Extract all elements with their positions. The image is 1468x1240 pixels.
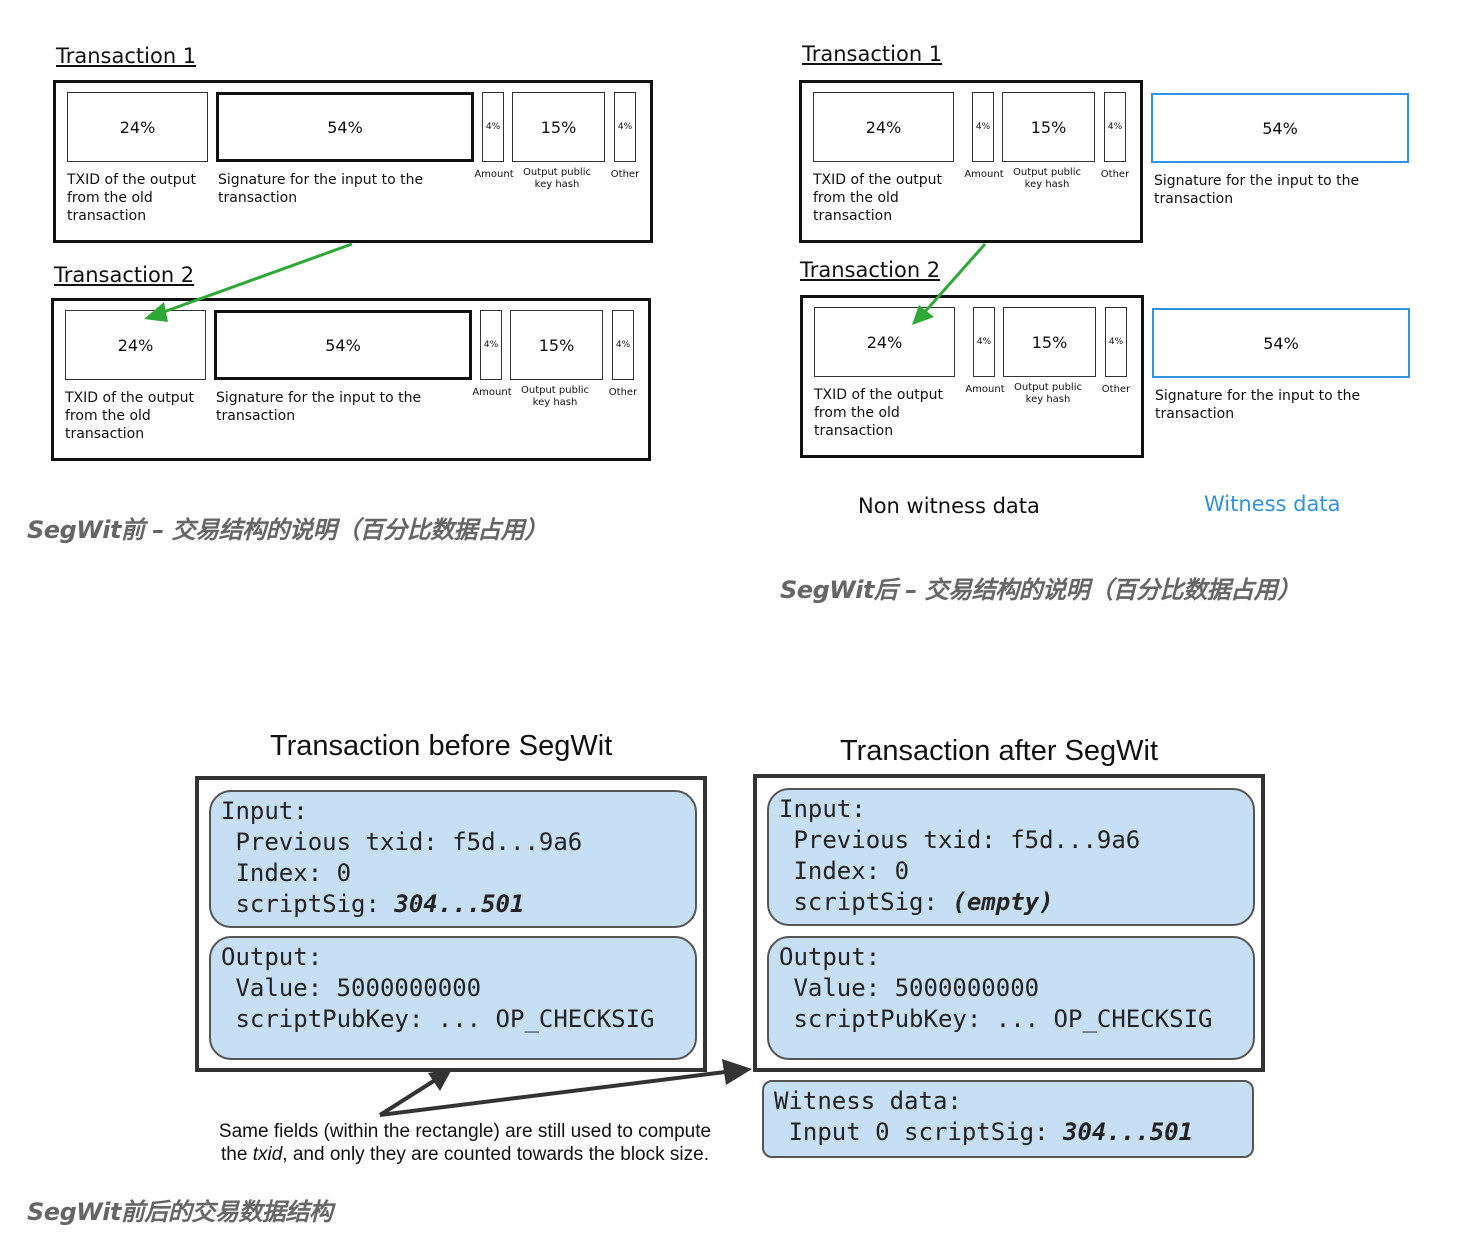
- right-tx1-other-cell: 4%: [1104, 92, 1126, 162]
- right-tx2-amount-label: Amount: [965, 384, 1005, 395]
- right-tx2-witness-sig-label: Signature for the input to the transacti…: [1155, 388, 1361, 422]
- after-scriptsig-label: scriptSig:: [793, 888, 953, 916]
- witness-box: Witness data: Input 0 scriptSig: 304...5…: [762, 1080, 1254, 1158]
- after-prev-txid: Previous txid: f5d...9a6: [793, 826, 1141, 854]
- left-tx1-txid-cell: 24%: [67, 92, 208, 162]
- right-caption: SegWit后 – 交易结构的说明（百分比数据占用）: [780, 576, 1301, 604]
- right-tx2-frame: 24% 4% 15% 4% TXID of the output from th…: [800, 295, 1144, 458]
- left-tx1-other-cell: 4%: [614, 92, 636, 162]
- left-tx1-pubkey-label: Output public key hash: [522, 167, 591, 190]
- bottom-note-line2: the txid, and only they are counted towa…: [200, 1143, 730, 1166]
- before-prev-txid: Previous txid: f5d...9a6: [235, 828, 583, 856]
- right-tx1-title: Transaction 1: [802, 42, 943, 66]
- bottom-caption: SegWit前后的交易数据结构: [27, 1198, 333, 1226]
- after-output-box: Output: Value: 5000000000 scriptPubKey: …: [767, 936, 1255, 1060]
- bottom-note: Same fields (within the rectangle) are s…: [200, 1120, 730, 1166]
- right-tx1-txid-cell: 24%: [813, 92, 954, 162]
- legend-non-witness: Non witness data: [858, 494, 1040, 518]
- bottom-arrows: [378, 1059, 752, 1117]
- right-tx2-other-label: Other: [1101, 384, 1131, 395]
- legend-witness: Witness data: [1204, 492, 1341, 516]
- left-tx1-title: Transaction 1: [56, 44, 197, 68]
- after-input-label: Input:: [779, 795, 866, 823]
- after-scriptsig-value: (empty): [952, 888, 1054, 916]
- right-tx2-pubkey-cell: 15%: [1003, 307, 1096, 377]
- before-scriptpubkey: scriptPubKey: ... OP_CHECKSIG: [235, 1005, 655, 1033]
- after-title: Transaction after SegWit: [840, 735, 1159, 767]
- before-input-box: Input: Previous txid: f5d...9a6 Index: 0…: [209, 790, 697, 928]
- before-output-label: Output:: [221, 943, 323, 971]
- before-input-label: Input:: [221, 797, 308, 825]
- right-tx2-txid-label: TXID of the output from the old transact…: [814, 387, 944, 439]
- left-tx1-other-label: Other: [610, 169, 640, 180]
- note-line2-pre: the: [221, 1144, 253, 1165]
- left-tx2-pubkey-cell: 15%: [510, 310, 603, 380]
- note-line2-post: , and only they are counted towards the …: [282, 1144, 709, 1165]
- witness-label: Witness data:: [774, 1087, 962, 1115]
- right-tx2-amount-cell: 4%: [973, 307, 995, 377]
- left-tx1-sig-cell: 54%: [216, 92, 474, 162]
- before-index: Index: 0: [235, 859, 352, 887]
- right-tx1-amount-cell: 4%: [972, 92, 994, 162]
- left-tx2-pubkey-label: Output public key hash: [520, 385, 589, 408]
- after-output-label: Output:: [779, 943, 881, 971]
- before-scriptsig-value: 304...501: [394, 890, 525, 918]
- before-title: Transaction before SegWit: [270, 730, 613, 762]
- left-tx2-sig-label: Signature for the input to the transacti…: [216, 390, 422, 424]
- before-scriptsig-label: scriptSig:: [235, 890, 395, 918]
- witness-input-label: Input 0 scriptSig:: [788, 1118, 1063, 1146]
- left-tx1-amount-cell: 4%: [482, 92, 504, 162]
- before-output-box: Output: Value: 5000000000 scriptPubKey: …: [209, 936, 697, 1060]
- left-tx1-frame: 24% 54% 4% 15% 4% TXID of the output fro…: [53, 80, 653, 243]
- right-tx2-other-cell: 4%: [1105, 307, 1127, 377]
- before-frame: Input: Previous txid: f5d...9a6 Index: 0…: [195, 776, 707, 1072]
- right-tx2-pubkey-label: Output public key hash: [1013, 382, 1082, 405]
- left-tx2-sig-cell: 54%: [214, 310, 472, 380]
- left-tx2-amount-cell: 4%: [480, 310, 502, 380]
- left-tx1-sig-label: Signature for the input to the transacti…: [218, 172, 424, 206]
- right-tx1-amount-label: Amount: [964, 169, 1004, 180]
- left-tx2-other-cell: 4%: [612, 310, 634, 380]
- left-tx1-pubkey-cell: 15%: [512, 92, 605, 162]
- left-tx2-txid-cell: 24%: [65, 310, 206, 380]
- left-tx1-txid-label: TXID of the output from the old transact…: [67, 172, 197, 224]
- right-tx1-other-label: Other: [1100, 169, 1130, 180]
- after-scriptpubkey: scriptPubKey: ... OP_CHECKSIG: [793, 1005, 1213, 1033]
- witness-input-value: 304...501: [1063, 1118, 1194, 1146]
- left-caption: SegWit前 – 交易结构的说明（百分比数据占用）: [27, 516, 548, 544]
- right-tx1-txid-label: TXID of the output from the old transact…: [813, 172, 943, 224]
- after-input-box: Input: Previous txid: f5d...9a6 Index: 0…: [767, 788, 1255, 926]
- right-green-arrow: [912, 243, 987, 325]
- left-tx2-txid-label: TXID of the output from the old transact…: [65, 390, 195, 442]
- after-frame: Input: Previous txid: f5d...9a6 Index: 0…: [753, 774, 1265, 1072]
- right-tx1-frame: 24% 4% 15% 4% TXID of the output from th…: [799, 80, 1143, 243]
- right-tx2-witness-sig-cell: 54%: [1152, 308, 1410, 378]
- right-tx2-title: Transaction 2: [800, 258, 941, 282]
- right-tx1-witness-sig-cell: 54%: [1151, 93, 1409, 163]
- right-tx1-pubkey-cell: 15%: [1002, 92, 1095, 162]
- after-value: Value: 5000000000: [793, 974, 1040, 1002]
- left-tx2-title: Transaction 2: [54, 263, 195, 287]
- left-green-arrow: [144, 242, 353, 322]
- right-tx1-pubkey-label: Output public key hash: [1012, 167, 1081, 190]
- after-index: Index: 0: [793, 857, 910, 885]
- before-value: Value: 5000000000: [235, 974, 482, 1002]
- left-tx2-frame: 24% 54% 4% 15% 4% TXID of the output fro…: [51, 298, 651, 461]
- bottom-note-line1: Same fields (within the rectangle) are s…: [218, 1121, 712, 1142]
- left-tx2-other-label: Other: [608, 387, 638, 398]
- left-tx1-amount-label: Amount: [474, 169, 514, 180]
- right-tx2-txid-cell: 24%: [814, 307, 955, 377]
- left-tx2-amount-label: Amount: [472, 387, 512, 398]
- note-line2-em: txid: [252, 1144, 283, 1165]
- right-tx1-witness-sig-label: Signature for the input to the transacti…: [1154, 173, 1360, 207]
